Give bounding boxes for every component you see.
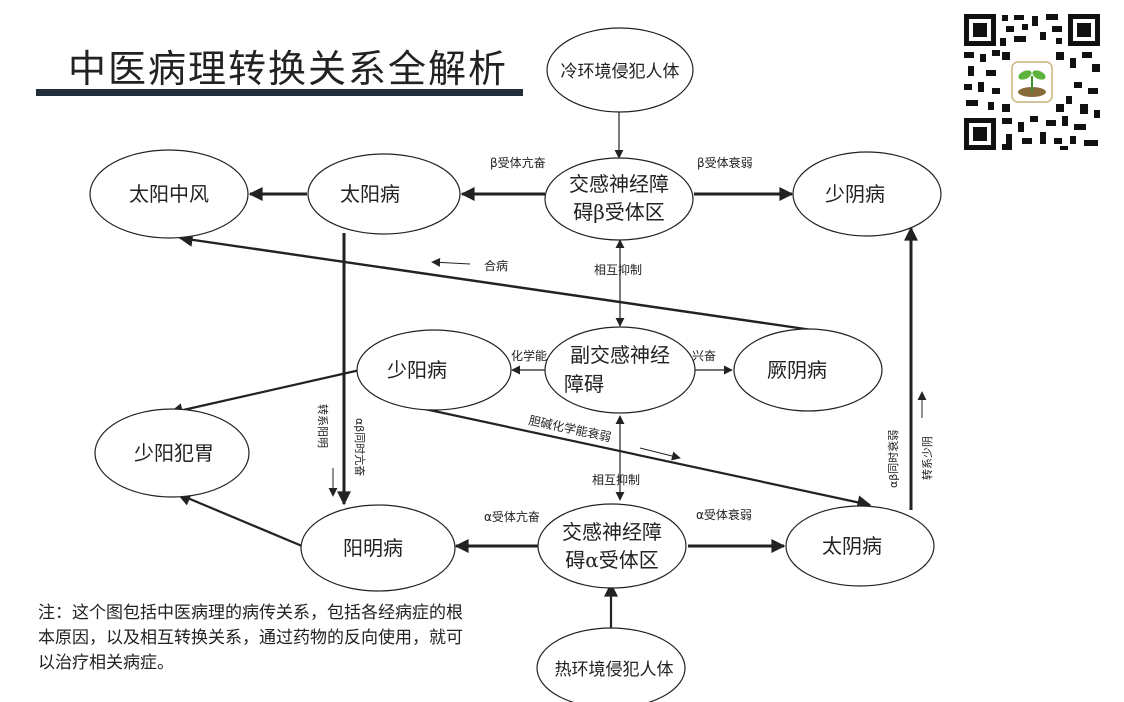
label-ab-tongshi-shuairuo: αβ同时衰弱 — [886, 430, 900, 488]
node-alpha-label-2: 碍α受体区 — [565, 548, 659, 572]
label-zhuanxi-shaoyin: 转系少阴 — [920, 436, 934, 480]
label-xingfen: 兴奋 — [692, 349, 716, 363]
node-taiyin-label: 太阴病 — [822, 534, 882, 558]
label-huaxueneng: 化学能 — [511, 348, 547, 363]
page-title: 中医病理转换关系全解析 — [68, 47, 509, 91]
node-para-label-2: 障碍 — [564, 372, 604, 396]
label-zhuanxi-yangming: 转系阳明 — [316, 404, 330, 448]
label-alpha-kangfen: α受体亢奋 — [484, 509, 540, 524]
node-cold-environment: 冷环境侵犯人体 — [546, 27, 694, 113]
node-yangming: 阳明病 — [300, 504, 456, 592]
node-shaoyang-label: 少阳病 — [387, 358, 447, 382]
nodes: 冷环境侵犯人体 交感神经障 碍β受体区 太阳中风 太阳病 少阴病 副交感神经 障… — [89, 27, 942, 702]
edges — [168, 112, 927, 628]
label-hebing: 合病 — [484, 258, 508, 273]
node-alpha-label-1: 交感神经障 — [562, 520, 662, 544]
label-xianghu-top: 相互抑制 — [594, 262, 642, 277]
node-taiyang-zhongfeng: 太阳中风 — [89, 149, 249, 239]
node-beta-label-2: 碍β受体区 — [573, 200, 665, 224]
node-hot-label: 热环境侵犯人体 — [555, 660, 674, 680]
node-shaoyin: 少阴病 — [792, 151, 942, 237]
node-parasympathetic: 副交感神经 障碍 — [544, 326, 696, 414]
edge-shaoyang-to-taiyin — [419, 406, 872, 510]
edge-hebing-dash — [431, 257, 471, 267]
node-para-label-1: 副交感神经 — [570, 343, 670, 367]
node-jueyin: 厥阴病 — [733, 328, 883, 412]
node-shaoyang-fanwei: 少阳犯胃 — [94, 408, 250, 498]
edge-shaoyang-to-fanwei — [168, 368, 361, 418]
node-taiyin: 太阴病 — [785, 505, 935, 587]
edge-danjian-dash — [639, 447, 681, 461]
node-taiyang-label: 太阳病 — [340, 182, 400, 206]
label-ab-tongshi-kangfen: αβ同时亢奋 — [353, 418, 367, 476]
node-cold-label: 冷环境侵犯人体 — [561, 62, 680, 82]
label-xianghu-bottom: 相互抑制 — [592, 472, 640, 487]
edge-yangming-to-fanwei — [176, 492, 303, 548]
edge-jueyin-to-zhongfeng — [178, 232, 813, 332]
node-sympathetic-alpha: 交感神经障 碍α受体区 — [537, 503, 687, 589]
node-jueyin-label: 厥阴病 — [767, 358, 827, 382]
node-yangming-label: 阳明病 — [343, 536, 403, 560]
node-zhongfeng-label: 太阳中风 — [129, 182, 209, 206]
title-underline — [36, 89, 523, 96]
node-beta-label-1: 交感神经障 — [569, 172, 669, 196]
qr-code-icon — [962, 12, 1102, 152]
node-hot-environment: 热环境侵犯人体 — [536, 627, 686, 702]
node-taiyang: 太阳病 — [307, 153, 461, 235]
label-beta-shuairuo: β受体衰弱 — [697, 155, 753, 170]
label-alpha-shuairuo: α受体衰弱 — [696, 507, 752, 522]
node-shaoyang: 少阳病 — [356, 329, 512, 411]
node-sympathetic-beta: 交感神经障 碍β受体区 — [544, 157, 694, 241]
label-beta-kangfen: β受体亢奋 — [490, 155, 546, 170]
footnote: 注：这个图包括中医病理的病传关系，包括各经病症的根本原因，以及相互转换关系，通过… — [38, 603, 463, 673]
node-fanwei-label: 少阳犯胃 — [134, 441, 214, 465]
node-shaoyin-label: 少阴病 — [825, 182, 885, 206]
